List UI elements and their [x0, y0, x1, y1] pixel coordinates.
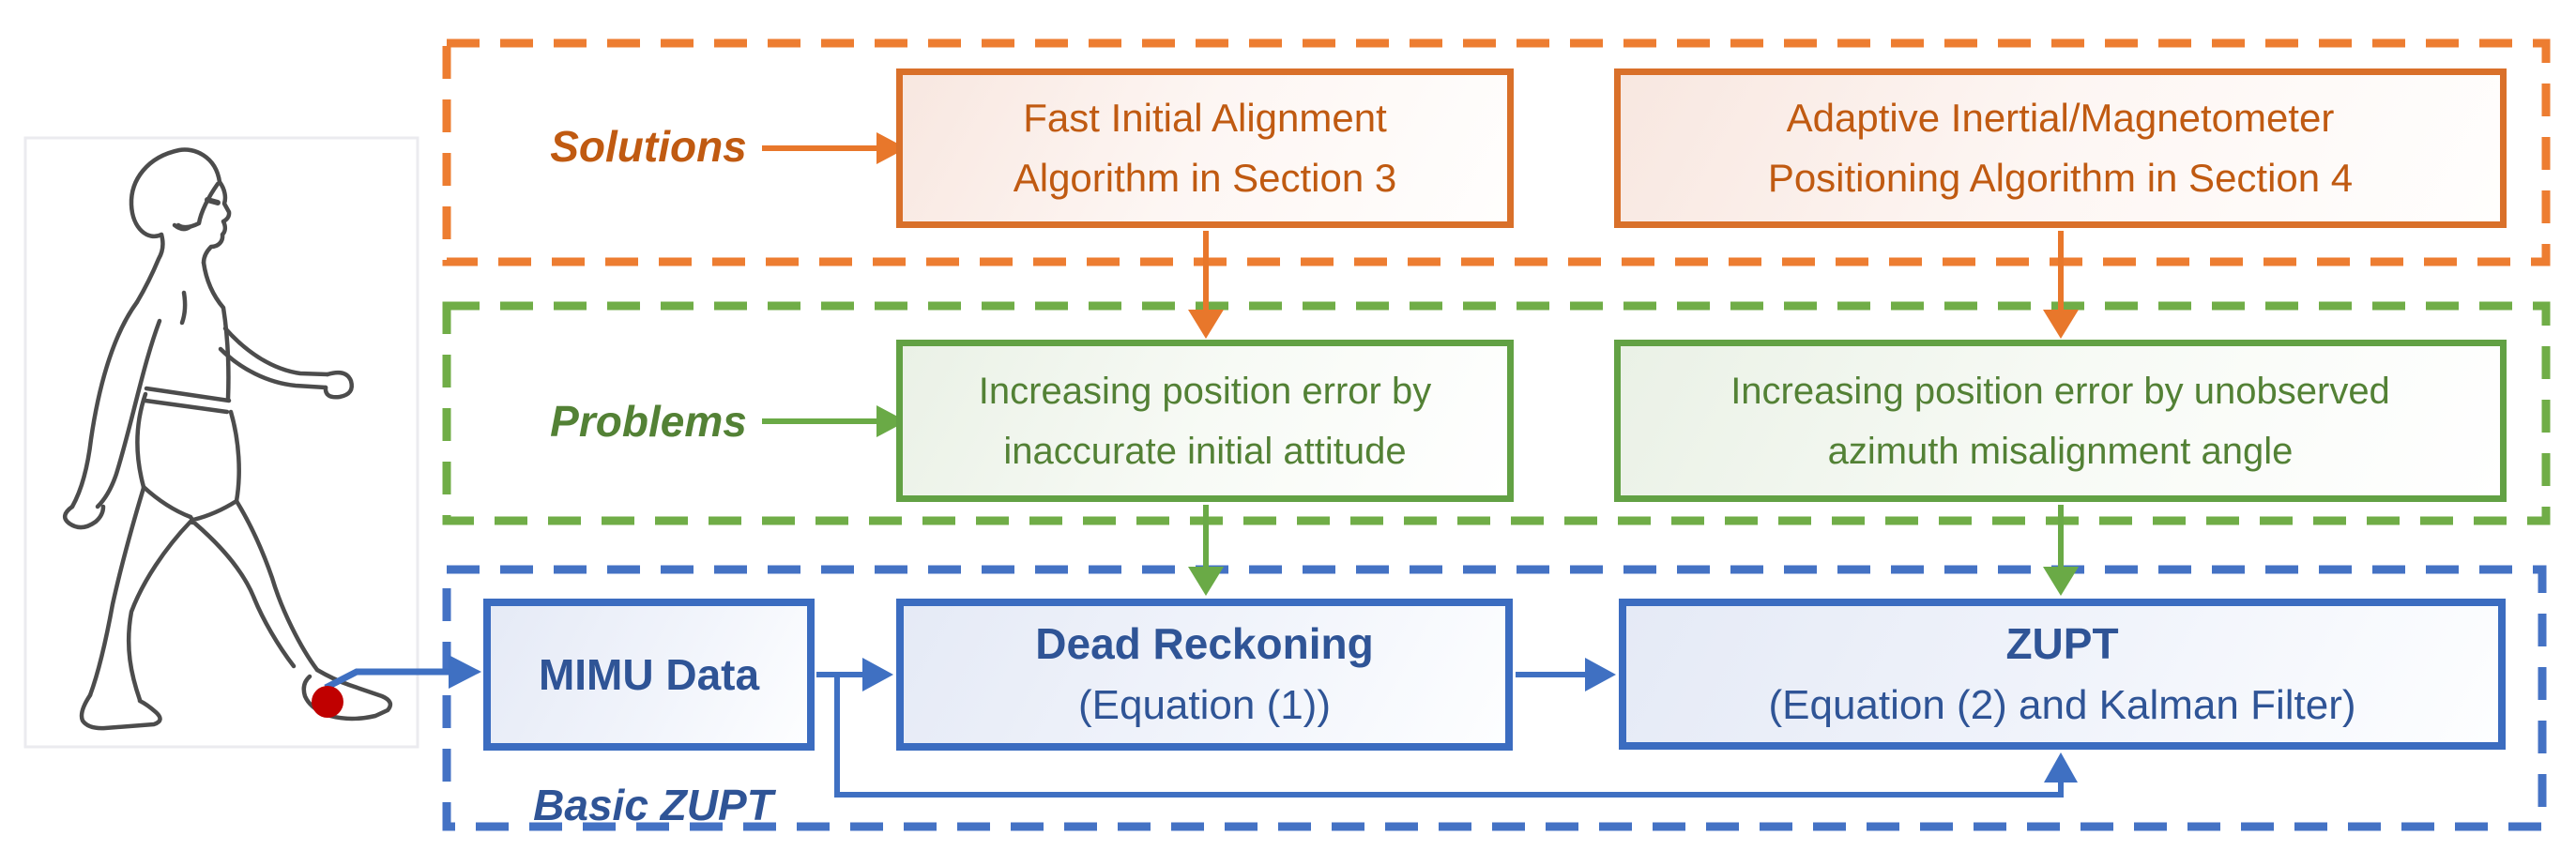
problem-box-azimuth-misalignment: Increasing position error by unobserved … — [1614, 340, 2507, 502]
mimu-to-deadreckoning-arrow — [816, 658, 893, 691]
solutions-label: Solutions — [550, 122, 747, 171]
solution-box-2-line1: Adaptive Inertial/Magnetometer — [1786, 96, 2335, 140]
problem-box-1-line1: Increasing position error by — [978, 370, 1432, 412]
basic-zupt-label: Basic ZUPT — [533, 781, 773, 829]
dead-reckoning-box-line2: (Equation (1)) — [1077, 682, 1331, 728]
walking-person-figure — [63, 147, 393, 731]
foot-sensor-dot — [312, 686, 343, 718]
foot-to-mimu-arrow — [324, 655, 481, 691]
person-image-frame — [23, 136, 419, 749]
problems-group-border — [442, 301, 2551, 525]
problem-box-2-line1: Increasing position error by unobserved — [1730, 370, 2390, 412]
problem-box-1-line2: inaccurate initial attitude — [1003, 430, 1407, 472]
zupt-box: ZUPT (Equation (2) and Kalman Filter) — [1619, 599, 2506, 750]
problems-label: Problems — [550, 397, 747, 446]
zupt-box-line2: (Equation (2) and Kalman Filter) — [1768, 681, 2356, 728]
solution-box-1-line2: Algorithm in Section 3 — [1013, 156, 1397, 200]
mimu-data-box: MIMU Data — [483, 599, 815, 751]
problems-arrow — [762, 405, 907, 437]
solution-box-1-line1: Fast Initial Alignment — [1023, 96, 1387, 140]
mimu-to-zupt-feedback-line — [834, 675, 2078, 798]
solutions-arrow — [762, 132, 907, 164]
dead-reckoning-box-line1: Dead Reckoning — [1035, 619, 1374, 668]
deadreckoning-to-zupt-arrow — [1516, 658, 1616, 691]
solution-box-2-line2: Positioning Algorithm in Section 4 — [1767, 156, 2354, 200]
dead-reckoning-box: Dead Reckoning (Equation (1)) — [896, 599, 1513, 751]
solution-box-adaptive-positioning: Adaptive Inertial/Magnetometer Positioni… — [1614, 68, 2507, 228]
basic-zupt-group-border — [442, 565, 2547, 831]
solutions-group-border — [442, 38, 2551, 266]
arrow-solution1-to-problem1 — [1188, 231, 1224, 339]
problem-box-2-line2: azimuth misalignment angle — [1827, 430, 2294, 472]
arrow-solution2-to-problem2 — [2043, 231, 2079, 339]
zupt-box-line1: ZUPT — [2005, 618, 2119, 668]
arrow-problem1-to-deadreckoning — [1188, 505, 1224, 596]
solution-box-fast-initial-alignment: Fast Initial Alignment Algorithm in Sect… — [896, 68, 1514, 228]
problem-box-initial-attitude: Increasing position error by inaccurate … — [896, 340, 1514, 502]
mimu-data-box-label: MIMU Data — [538, 649, 760, 699]
arrow-problem2-to-zupt — [2043, 505, 2079, 596]
